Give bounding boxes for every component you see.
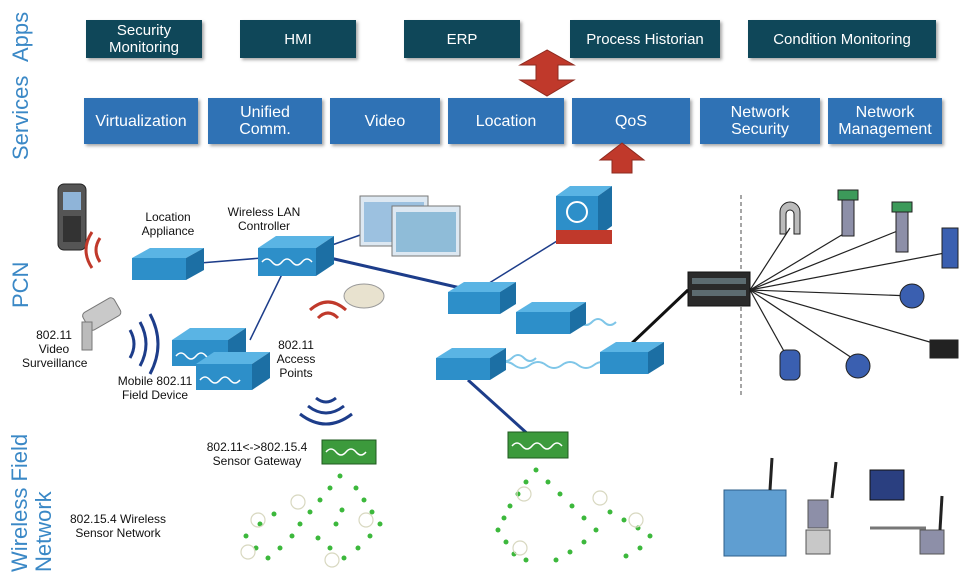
sensor-gateway-icon [507,431,569,459]
sensor-gateway-icon [321,439,377,465]
wireless-waves-icon [128,313,353,426]
app-security-monitoring: Security Monitoring [86,20,202,58]
access-point-icon [172,328,270,390]
label-video-surveillance: 802.11 Video Surveillance [22,328,88,370]
label-mobile-field-device: Mobile 802.11 Field Device [117,374,193,402]
label-wireless-sensor-network: 802.15.4 Wireless Sensor Network [69,512,167,540]
service-network-security: Network Security [700,98,820,144]
service-virtualization: Virtualization [84,98,198,144]
industrial-switch-icon [687,271,751,307]
wireless-waves-icon [84,231,347,320]
service-qos: QoS [572,98,690,144]
mesh-network-dots [243,467,653,563]
app-process-historian: Process Historian [570,20,720,58]
wireless-lan-controller-icon [258,236,334,276]
field-instrument-icon [779,189,959,381]
field-device-links [749,227,951,363]
sensor-puck-icon [343,283,385,309]
wireless-field-instrument-icon [723,457,945,557]
mesh-node-rings [240,486,644,568]
switch-icon [448,282,516,314]
app-erp: ERP [404,20,520,58]
location-appliance-icon [132,248,204,280]
switch-icon [516,302,586,334]
switch-icon [436,348,506,380]
service-video: Video [330,98,440,144]
label-location-appliance: Location Appliance [141,210,195,238]
firewall-icon [556,186,612,244]
label-access-points: 802.11 Access Points [276,338,316,380]
switch-icon [600,342,664,374]
network-links [199,227,690,438]
service-network-management: Network Management [828,98,942,144]
app-hmi: HMI [240,20,356,58]
double-arrow-icon [518,49,576,97]
label-wireless-lan-controller: Wireless LAN Controller [227,205,301,233]
service-location: Location [448,98,564,144]
service-unified-comm: Unified Comm. [208,98,322,144]
video-camera-icon [81,297,122,351]
monitor-screen-icon [359,195,461,257]
phone-icon [57,183,87,251]
label-sensor-gateway: 802.11<->802.15.4 Sensor Gateway [206,440,308,468]
up-arrow-icon [598,142,646,174]
app-condition-monitoring: Condition Monitoring [748,20,936,58]
